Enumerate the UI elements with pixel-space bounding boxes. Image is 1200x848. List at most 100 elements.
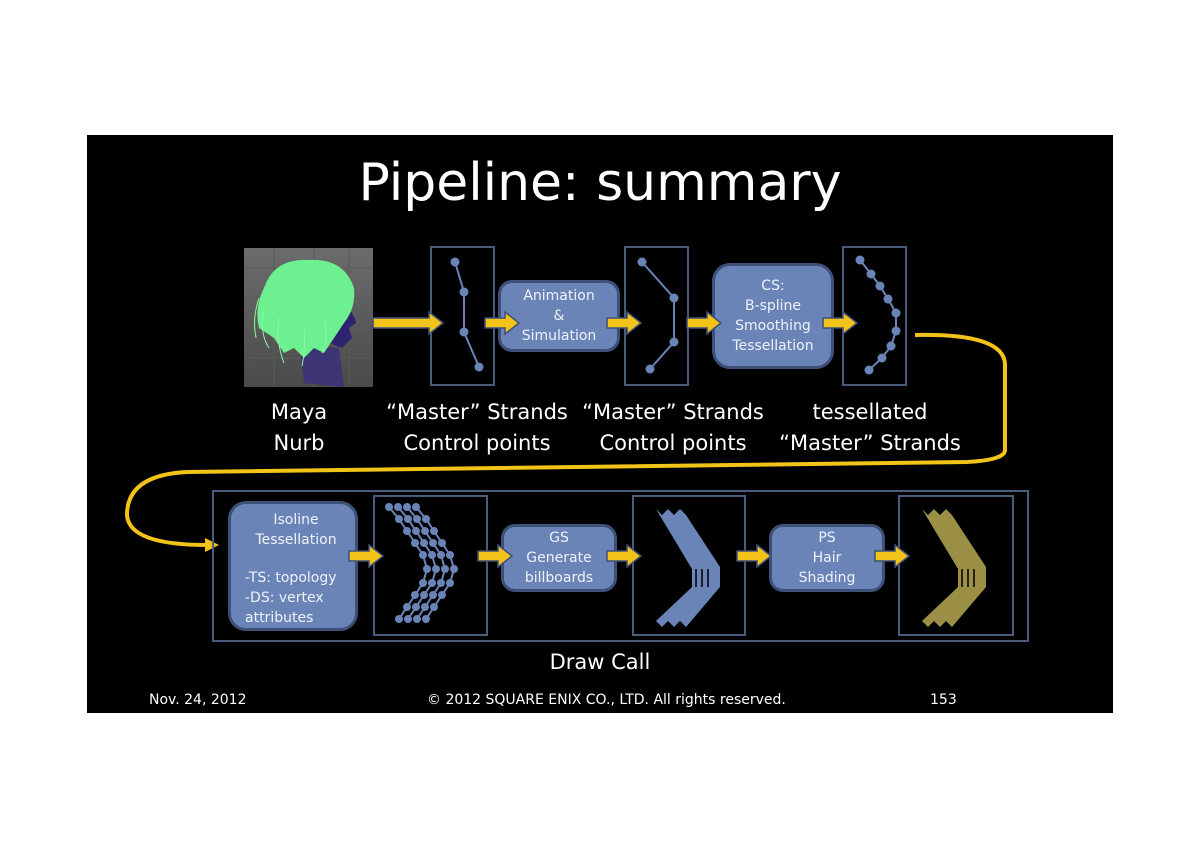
arrow-icon: [822, 310, 859, 336]
strand-point: [428, 551, 436, 559]
strand-point: [413, 515, 421, 523]
process-line: Tessellation: [732, 338, 814, 354]
footer-copyright: © 2012 SQUARE ENIX CO., LTD. All rights …: [427, 692, 786, 708]
strand-point: [419, 579, 427, 587]
process-line: Tessellation: [255, 532, 337, 548]
strand-point: [394, 503, 402, 511]
isoline-strands-panel: [373, 495, 488, 636]
strand-point: [430, 527, 438, 535]
strand-point: [429, 591, 437, 599]
strand-point: [432, 565, 440, 573]
strand-point: [411, 539, 419, 547]
shaded-hair-panel: [898, 495, 1014, 636]
process-line: B-spline: [744, 298, 802, 314]
arrow-icon: [606, 310, 643, 336]
billboards-panel: [632, 495, 746, 636]
gs-generate-billboards-process: GS Generate billboards: [501, 524, 617, 592]
strand-point: [437, 551, 445, 559]
strand-point: [420, 539, 428, 547]
strand-point: [385, 503, 393, 511]
footer-page-number: 153: [930, 692, 957, 708]
footer-date: Nov. 24, 2012: [149, 692, 247, 708]
maya-hair-image: [244, 248, 373, 387]
strand-point: [413, 615, 421, 623]
arrow-icon: [736, 543, 773, 569]
strand-point: [412, 503, 420, 511]
arrow-icon: [348, 543, 385, 569]
process-line: Animation: [523, 288, 595, 304]
strand-point: [403, 503, 411, 511]
strand-point: [411, 591, 419, 599]
strand-point: [422, 615, 430, 623]
strand-line: [388, 506, 429, 620]
strand-point: [438, 539, 446, 547]
draw-call-label: Draw Call: [549, 650, 651, 674]
strand-point: [430, 603, 438, 611]
strand-point: [422, 515, 430, 523]
label-line: Maya: [270, 400, 328, 424]
process-line: Smoothing: [735, 318, 811, 334]
strand-line: [406, 506, 447, 620]
billboard-strips-icon: [656, 509, 720, 627]
label-line: tessellated: [812, 400, 928, 424]
animation-simulation-process: Animation & Simulation: [498, 280, 620, 352]
strand-point: [421, 527, 429, 535]
arrow-icon: [484, 310, 521, 336]
strand-point: [421, 603, 429, 611]
strand-point: [429, 539, 437, 547]
strand-line: [415, 506, 456, 620]
strand-point: [441, 565, 449, 573]
process-line: Shading: [798, 570, 856, 586]
process-line: -TS: topology: [245, 570, 337, 586]
control-points-icon: [450, 257, 484, 372]
strand-point: [395, 615, 403, 623]
label-line: “Master” Strands: [386, 400, 568, 424]
multi-strand-points-icon: [385, 503, 458, 623]
arrow-icon: [372, 310, 445, 336]
label-line: “Master” Strands: [582, 400, 764, 424]
label-maya-nurb: Maya Nurb: [257, 397, 341, 459]
master-strands-panel-2: [624, 246, 689, 386]
slide-title: Pipeline: summary: [358, 153, 842, 213]
label-line: Control points: [403, 431, 551, 455]
shaded-strips-icon: [922, 509, 986, 627]
process-line: GS: [549, 530, 569, 546]
process-line: Simulation: [521, 328, 597, 344]
label-tessellated: tessellated “Master” Strands: [767, 397, 973, 459]
arrow-icon: [606, 543, 643, 569]
strand-point: [437, 579, 445, 587]
process-line: Generate: [526, 550, 592, 566]
strand-point: [403, 527, 411, 535]
arrow-icon: [874, 543, 911, 569]
process-line: PS: [818, 530, 836, 546]
strand-point: [450, 565, 458, 573]
process-line: CS:: [761, 278, 785, 294]
label-master-strands-1: “Master” Strands Control points: [377, 397, 577, 459]
process-line: Isoline: [273, 512, 319, 528]
process-line: &: [553, 308, 565, 324]
control-points-icon: [637, 257, 679, 374]
process-line-spacer: [245, 550, 347, 568]
arrow-icon: [477, 543, 514, 569]
strand-point: [428, 579, 436, 587]
label-line: Control points: [599, 431, 747, 455]
strand-point: [403, 603, 411, 611]
strand-point: [438, 591, 446, 599]
strand-point: [420, 591, 428, 599]
isoline-tessellation-process: Isoline Tessellation -TS: topology -DS: …: [228, 501, 358, 631]
process-line: -DS: vertex: [245, 590, 324, 606]
strand-point: [412, 603, 420, 611]
tessellated-points-icon: [855, 255, 901, 375]
label-line: Nurb: [273, 431, 325, 455]
draw-call-group: [212, 490, 1029, 642]
strand-point: [404, 615, 412, 623]
strand-point: [419, 551, 427, 559]
cs-bspline-process: CS: B-spline Smoothing Tessellation: [712, 263, 834, 369]
hair-render-icon: [244, 248, 373, 387]
strand-point: [423, 565, 431, 573]
process-line: billboards: [524, 570, 594, 586]
strand-point: [412, 527, 420, 535]
strand-point: [446, 579, 454, 587]
strand-line: [397, 506, 438, 620]
process-line: Hair: [812, 550, 842, 566]
